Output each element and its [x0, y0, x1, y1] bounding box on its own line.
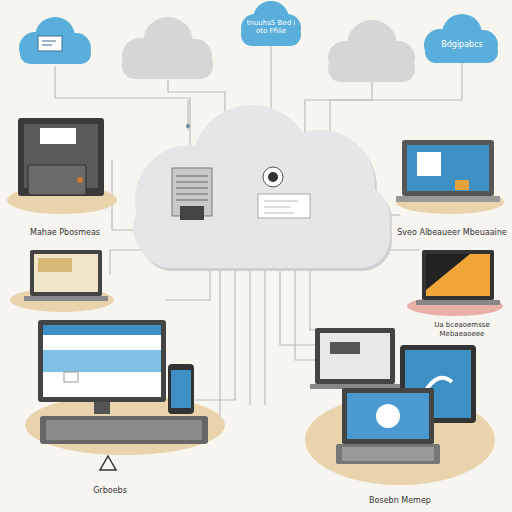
- device-node: Mahae Pbosmeas: [10, 118, 120, 238]
- keyboard-symbol: [336, 444, 440, 464]
- monitor-stand: [94, 402, 110, 414]
- shadow-disc: [25, 395, 225, 455]
- laptop-base: [416, 300, 500, 305]
- document-icon: [258, 194, 310, 218]
- keyboard-keys: [46, 420, 202, 440]
- cloud-node: Bdgipabcs: [426, 30, 498, 60]
- laptop-screen: [426, 254, 470, 290]
- node-label: Grboebs: [93, 486, 127, 496]
- monitor-screen: [43, 325, 161, 397]
- camera-icon: [268, 172, 278, 182]
- warning-symbol: [100, 456, 116, 470]
- cloud-shape: [328, 20, 415, 82]
- monitor-symbol: [18, 118, 104, 196]
- screen-bar: [43, 325, 161, 335]
- laptop-base: [24, 296, 108, 301]
- laptop-symbol: [422, 250, 494, 300]
- cloud-icon: [19, 17, 91, 64]
- cloud-shape: [424, 14, 498, 63]
- cloud-shape: [122, 17, 213, 79]
- device-node: Bosebn Memep: [330, 466, 470, 506]
- app-icon: [376, 404, 400, 428]
- laptop-symbol: [315, 328, 395, 384]
- camera-icon: [263, 167, 283, 187]
- laptop-symbol: [342, 388, 434, 444]
- laptop-screen: [34, 254, 98, 292]
- tablet-symbol: [28, 165, 86, 195]
- node-label: Sveo Albeaueer Mbeuaaine: [397, 228, 507, 238]
- keyboard-keys: [342, 447, 434, 461]
- screen-window: [40, 128, 76, 144]
- keyboard-symbol: [40, 416, 208, 444]
- device-node: Sveo Albeaueer Mbeuaaine: [396, 138, 508, 238]
- screen-window: [38, 258, 72, 272]
- button-symbol: [77, 177, 83, 183]
- screen-window: [330, 342, 360, 354]
- monitor-symbol: [38, 320, 166, 402]
- laptop-base: [396, 196, 500, 202]
- cloud-icon-box: [38, 36, 62, 51]
- laptop-screen: [426, 254, 490, 296]
- device-node: Grboebs: [50, 472, 170, 496]
- phone-screen: [171, 370, 191, 408]
- server-icon: [176, 176, 208, 200]
- node-label: Ua bceaoemsse Mebaeaoeee: [414, 321, 510, 338]
- device-node: Ua bceaoemsse Mebaeaoeee: [414, 248, 510, 338]
- screen-window: [64, 372, 78, 382]
- node-label: Bosebn Memep: [369, 496, 431, 506]
- node-label: tnuuhs5 Bed i oto Ffiiie: [241, 19, 301, 36]
- laptop-symbol: [30, 250, 102, 296]
- cloud-icon-box: [42, 41, 56, 45]
- document-icon: [264, 201, 298, 213]
- app-icon: [417, 152, 441, 176]
- folder-icon: [455, 180, 469, 190]
- laptop-screen: [347, 393, 429, 439]
- node-label: Bdgipabcs: [441, 40, 483, 50]
- screen-band: [43, 350, 161, 372]
- server-icon: [180, 206, 204, 220]
- laptop-screen: [320, 333, 390, 379]
- laptop-symbol: [402, 140, 494, 196]
- central-cloud: [133, 105, 390, 268]
- cloud-shape: [241, 1, 301, 46]
- phone-symbol: [168, 364, 194, 414]
- cloud-node: tnuuhs5 Bed i oto Ffiiie: [241, 10, 301, 44]
- laptop-screen: [407, 145, 489, 191]
- node-label: Mahae Pbosmeas: [30, 228, 100, 238]
